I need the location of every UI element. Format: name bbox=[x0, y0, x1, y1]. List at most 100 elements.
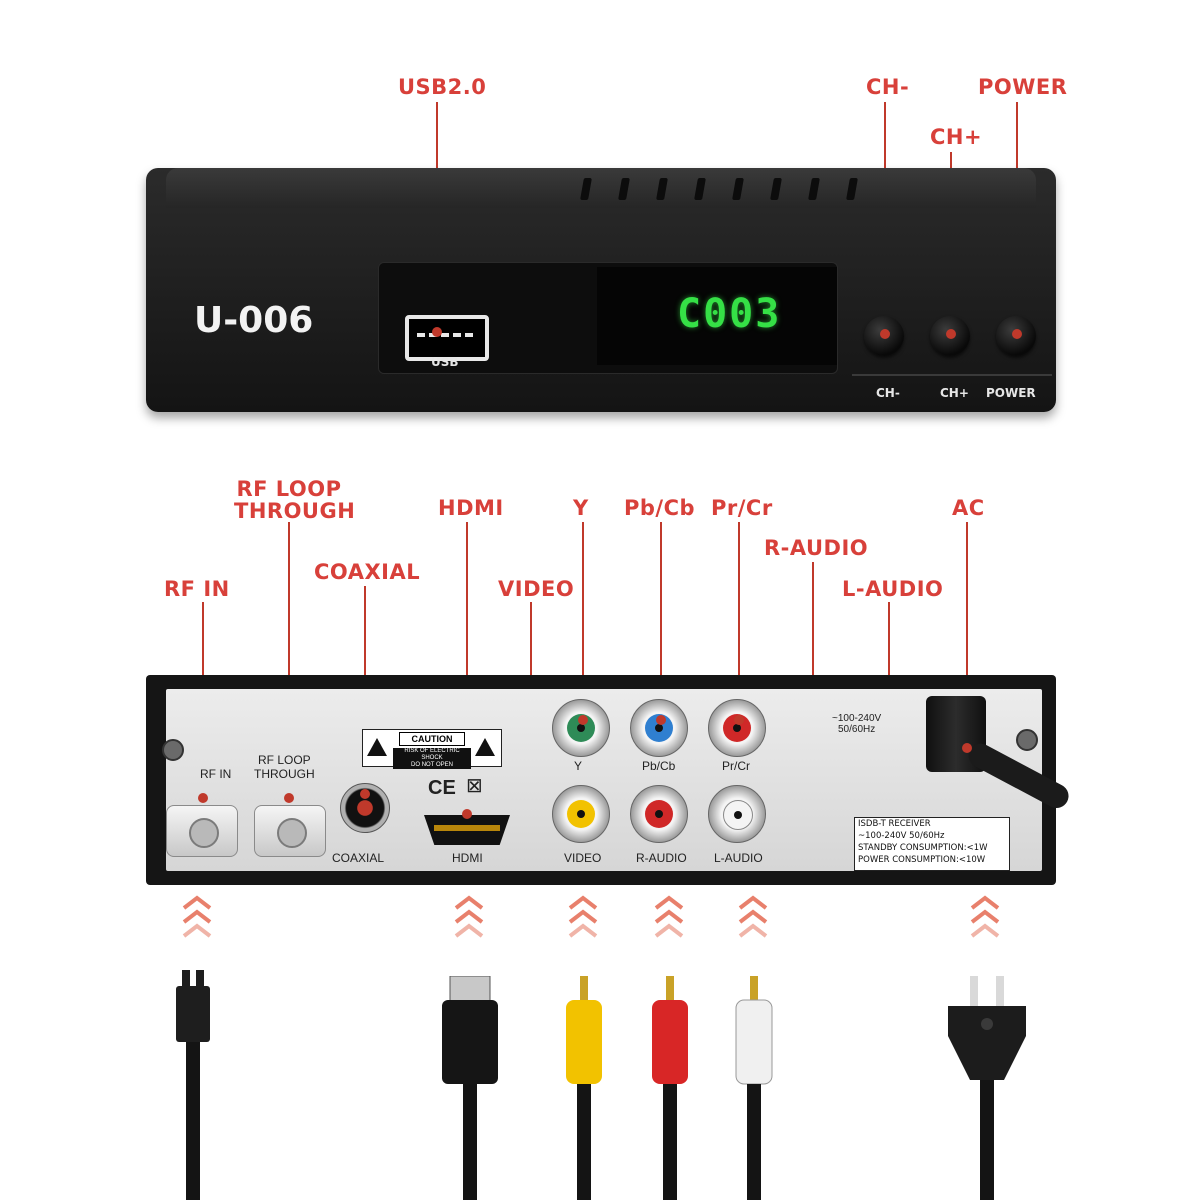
video-label: VIDEO bbox=[564, 851, 602, 865]
weee-bin-icon: ⊠ bbox=[466, 775, 483, 797]
pr-cr-label: Pr/Cr bbox=[722, 759, 750, 773]
leader-dot bbox=[1012, 329, 1022, 339]
warning-icon bbox=[367, 738, 387, 756]
vent-slot bbox=[808, 178, 820, 200]
leader-dot bbox=[656, 715, 666, 725]
callout-ac: AC bbox=[952, 496, 985, 520]
front-control-panel: USB C003 bbox=[378, 262, 838, 374]
vent-slot bbox=[694, 178, 706, 200]
led-display-text: C003 bbox=[677, 291, 782, 337]
up-chevron-icon bbox=[182, 895, 212, 938]
coaxial-label: COAXIAL bbox=[332, 851, 385, 865]
leader-dot bbox=[734, 715, 744, 725]
vent-slot bbox=[580, 178, 592, 200]
vent-slot bbox=[770, 178, 782, 200]
l-audio-label: L-AUDIO bbox=[714, 851, 763, 865]
led-display: C003 bbox=[597, 267, 837, 365]
pb-cb-jack[interactable] bbox=[630, 699, 688, 757]
up-chevron-icon bbox=[568, 895, 598, 938]
leader-dot bbox=[880, 329, 890, 339]
ch-plus-label: CH+ bbox=[940, 386, 969, 400]
leader-dot bbox=[462, 809, 472, 819]
leader-dot bbox=[962, 743, 972, 753]
leader-dot bbox=[198, 793, 208, 803]
spec-label: ISDB-T RECEIVER ~100-240V 50/60Hz STANDB… bbox=[854, 817, 1010, 871]
callout-pb-cb: Pb/Cb bbox=[624, 496, 696, 520]
screw bbox=[162, 739, 184, 761]
video-rca-cable-icon bbox=[566, 976, 602, 1200]
callout-hdmi: HDMI bbox=[438, 496, 504, 520]
callout-coaxial: COAXIAL bbox=[314, 560, 421, 584]
spec-line: ISDB-T RECEIVER bbox=[858, 819, 931, 829]
ce-mark: CE bbox=[428, 777, 456, 799]
callout-rf-in: RF IN bbox=[164, 577, 230, 601]
callout-rf-loop-line1: RF LOOP bbox=[236, 477, 342, 501]
rf-loop-label: RF LOOP THROUGH bbox=[254, 753, 315, 781]
l-audio-jack[interactable] bbox=[708, 785, 766, 843]
r-audio-rca-cable-icon bbox=[652, 976, 688, 1200]
hdmi-label: HDMI bbox=[452, 851, 483, 865]
leader-dot bbox=[578, 715, 588, 725]
pb-cb-label: Pb/Cb bbox=[642, 759, 676, 773]
rf-loop-connector[interactable] bbox=[254, 805, 326, 857]
ch-minus-label: CH- bbox=[876, 386, 900, 400]
hdmi-port[interactable] bbox=[424, 815, 510, 845]
rf-cable-icon bbox=[176, 970, 210, 1200]
leader-dot bbox=[432, 327, 442, 337]
vent-slot bbox=[732, 178, 744, 200]
leader-hdmi bbox=[466, 522, 468, 814]
y-jack[interactable] bbox=[552, 699, 610, 757]
rear-panel: CAUTION RISK OF ELECTRIC SHOCK DO NOT OP… bbox=[146, 675, 1056, 885]
leader-r-audio bbox=[812, 562, 814, 778]
leader-dot bbox=[284, 793, 294, 803]
r-audio-label: R-AUDIO bbox=[636, 851, 687, 865]
power-label: POWER bbox=[986, 386, 1036, 400]
callout-usb: USB2.0 bbox=[398, 75, 487, 99]
l-audio-rca-cable-icon bbox=[735, 976, 773, 1200]
up-chevron-icon bbox=[970, 895, 1000, 938]
spec-line: POWER CONSUMPTION:<10W bbox=[858, 855, 986, 865]
front-panel: U-006 USB C003 CH- CH+ POWER bbox=[146, 168, 1056, 412]
voltage-label: ~100-240V 50/60Hz bbox=[832, 713, 882, 735]
vent-slot bbox=[618, 178, 630, 200]
callout-pr-cr: Pr/Cr bbox=[711, 496, 773, 520]
caution-label: CAUTION RISK OF ELECTRIC SHOCK DO NOT OP… bbox=[362, 729, 502, 769]
ac-plug-cable-icon bbox=[948, 976, 1026, 1200]
rf-in-label: RF IN bbox=[200, 767, 232, 781]
usb-port[interactable] bbox=[405, 315, 489, 361]
up-chevron-icon bbox=[454, 895, 484, 938]
callout-video: VIDEO bbox=[498, 577, 575, 601]
callout-l-audio: L-AUDIO bbox=[842, 577, 944, 601]
top-cover bbox=[166, 168, 1036, 208]
leader-pb-cb bbox=[660, 522, 662, 720]
up-chevron-icon bbox=[738, 895, 768, 938]
callout-ch-minus: CH- bbox=[866, 75, 910, 99]
pr-cr-jack[interactable] bbox=[708, 699, 766, 757]
leader-pr-cr bbox=[738, 522, 740, 720]
callout-rf-loop: RF LOOP THROUGH bbox=[234, 477, 356, 523]
warning-icon bbox=[475, 738, 495, 756]
callout-power: POWER bbox=[978, 75, 1068, 99]
caution-subtitle: RISK OF ELECTRIC SHOCK DO NOT OPEN bbox=[393, 748, 471, 769]
leader-dot bbox=[360, 789, 370, 799]
vent-slot bbox=[846, 178, 858, 200]
callout-r-audio: R-AUDIO bbox=[764, 536, 869, 560]
callout-y: Y bbox=[573, 496, 589, 520]
leader-rf-loop bbox=[288, 522, 290, 798]
rf-in-connector[interactable] bbox=[166, 805, 238, 857]
spec-line: STANDBY CONSUMPTION:<1W bbox=[858, 843, 988, 853]
up-chevron-icon bbox=[654, 895, 684, 938]
callout-ch-plus: CH+ bbox=[930, 125, 983, 149]
screw bbox=[1016, 729, 1038, 751]
leader-dot bbox=[946, 329, 956, 339]
spec-line: ~100-240V 50/60Hz bbox=[858, 831, 945, 841]
rear-plate: CAUTION RISK OF ELECTRIC SHOCK DO NOT OP… bbox=[162, 689, 1042, 871]
callout-rf-loop-line2: THROUGH bbox=[234, 499, 356, 523]
video-jack[interactable] bbox=[552, 785, 610, 843]
leader-ac bbox=[966, 522, 968, 748]
model-label: U-006 bbox=[194, 300, 314, 341]
y-label: Y bbox=[574, 759, 583, 773]
usb-label: USB bbox=[431, 355, 459, 369]
r-audio-jack[interactable] bbox=[630, 785, 688, 843]
caution-title: CAUTION bbox=[399, 732, 465, 746]
